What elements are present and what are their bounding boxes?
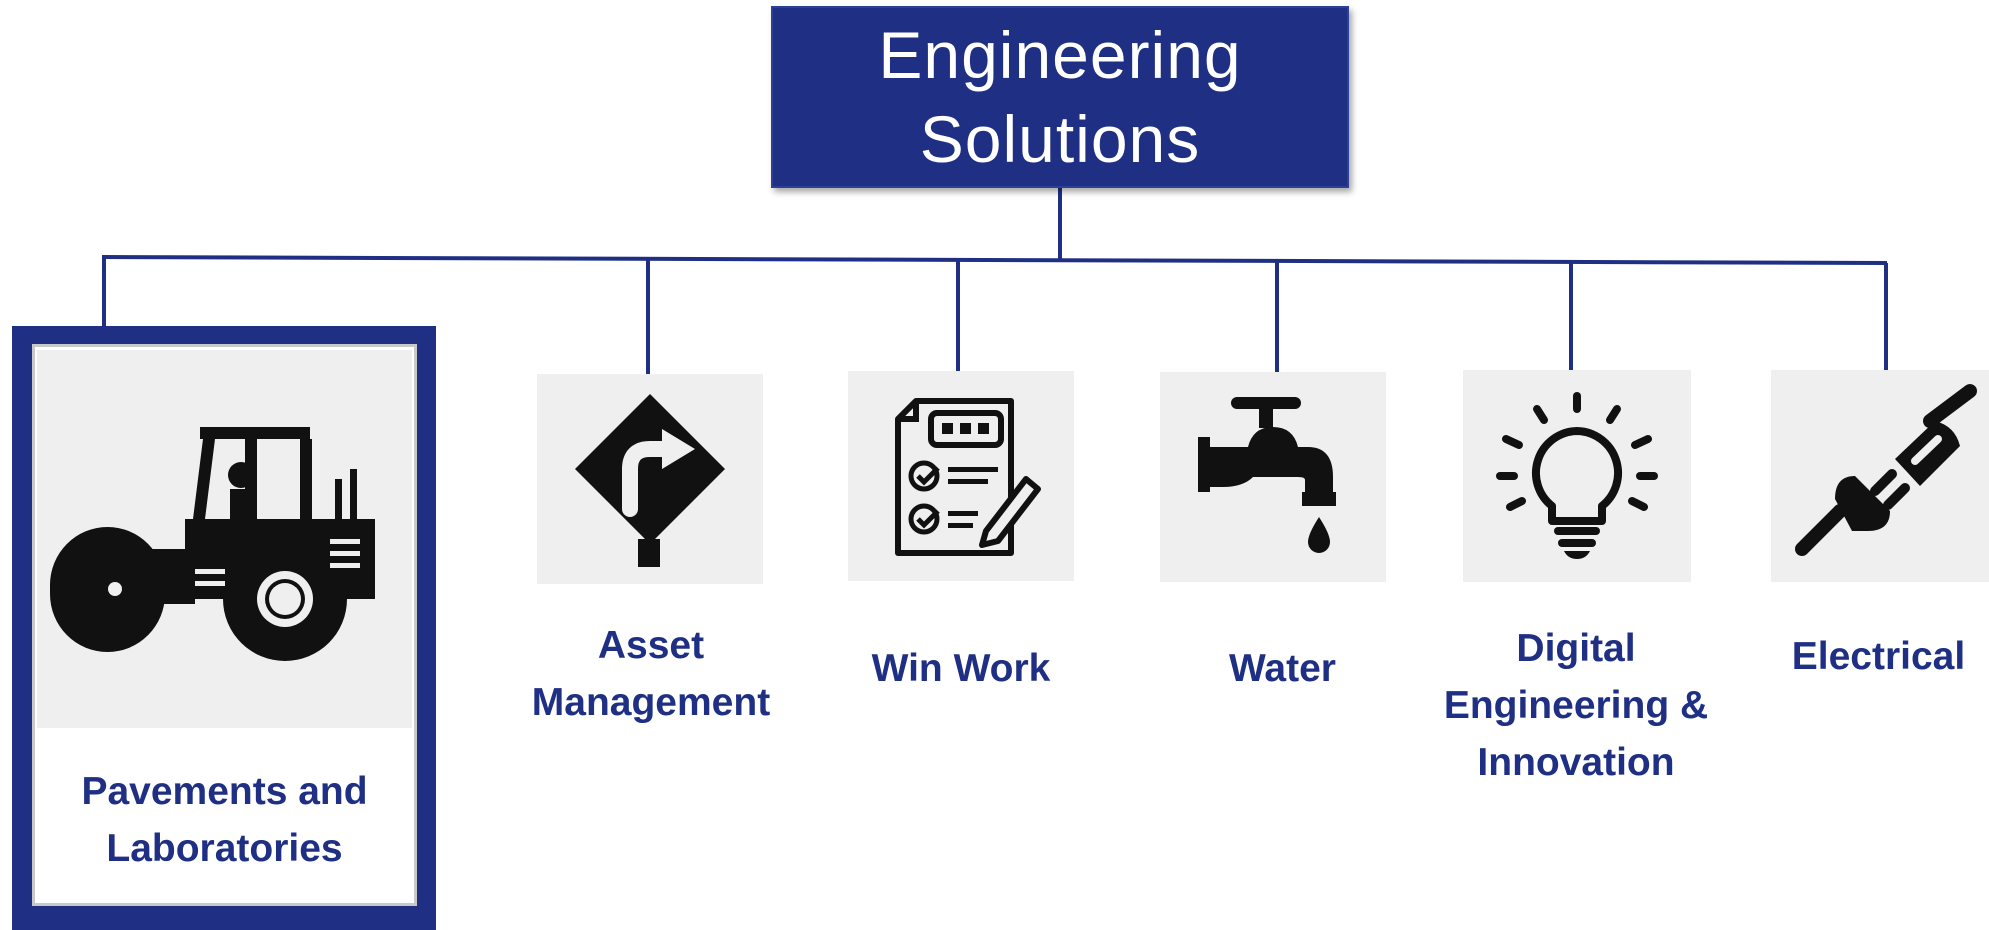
electrical-plug-icon	[1795, 384, 1977, 556]
winwork-icon-tile[interactable]	[848, 371, 1074, 581]
road-roller-icon	[49, 427, 375, 661]
light-bulb-icon	[1496, 392, 1658, 559]
asset-icon-tile[interactable]	[537, 374, 763, 584]
digital-label: Digital Engineering & Innovation	[1443, 627, 1709, 784]
digital-icon-tile[interactable]	[1463, 370, 1691, 582]
pavements-label: Pavements and Laboratories	[81, 770, 368, 870]
electrical-label: Electrical	[1791, 635, 1966, 678]
checklist-document-icon	[895, 398, 1041, 556]
asset-label: Asset Management	[531, 624, 771, 724]
water-label: Water	[1229, 647, 1336, 690]
electrical-icon-tile[interactable]	[1771, 370, 1989, 582]
root-title-line1: Engineering	[878, 18, 1242, 92]
horizontal-bus	[101, 255, 1888, 265]
root-title-line2: Solutions	[919, 102, 1201, 176]
root-node: Engineering Solutions	[771, 6, 1349, 188]
winwork-label: Win Work	[871, 647, 1051, 690]
water-tap-icon	[1198, 397, 1336, 553]
pavements-icon-tile	[37, 350, 412, 728]
turn-right-sign-icon	[575, 394, 725, 567]
water-icon-tile[interactable]	[1160, 372, 1386, 582]
